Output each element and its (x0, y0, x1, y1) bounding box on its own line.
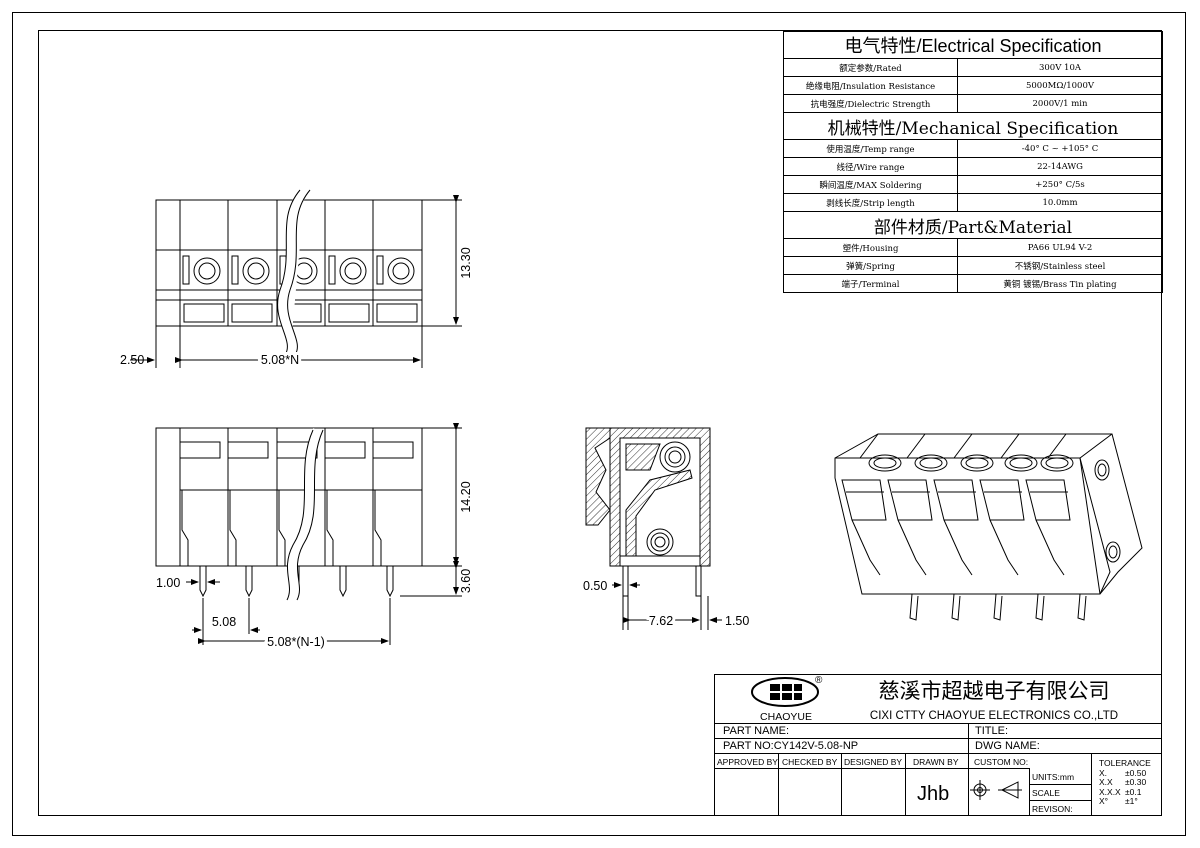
spec-label: 端子/Terminal (783, 274, 958, 293)
tolerance-key: X.X (1099, 777, 1113, 787)
title-label: TITLE: (975, 725, 1009, 737)
dim-pitch: 5.08 (212, 615, 236, 629)
part-name-label: PART NAME: (723, 725, 790, 737)
tolerance-value: ±0.50 (1125, 767, 1147, 778)
electrical-spec-title: 电气特性/Electrical Specification (783, 31, 1163, 59)
tolerance-key: X. (1099, 767, 1108, 778)
dwg-name-label: DWG NAME: (975, 740, 1040, 752)
company-name-en: CIXI CTTY CHAOYUE ELECTRONICS CO.,LTD (870, 710, 1118, 722)
dim-side-pin: 0.50 (583, 579, 607, 593)
material-spec-title: 部件材质/Part&Material (783, 211, 1163, 239)
tolerance-block: TOLERANCE X. ±0.50 X.X ±0.30 X.X.X ±0.1 X° ±… (1099, 758, 1151, 807)
dim-pin-width: 1.00 (156, 576, 180, 590)
drawing-inner-border (38, 30, 1162, 816)
designed-by-label: DESIGNED BY (844, 757, 903, 767)
isometric-view (834, 433, 1143, 621)
dim-front-height: 14.20 (459, 481, 473, 512)
dim-top-width: 5.08*N (261, 353, 299, 367)
dim-pitch-total: 5.08*(N-1) (267, 635, 325, 649)
units-label: UNITS:mm (1032, 772, 1075, 782)
front-view-outline (155, 427, 423, 567)
tolerance-value: ±1° (1125, 796, 1138, 806)
chaoyue-logo (751, 677, 819, 707)
tolerance-row: X.X.X ±0.1 (1099, 786, 1151, 798)
drawing-outer-border (12, 12, 1186, 836)
side-view (585, 427, 722, 630)
part-number: PART NO:CY142V-5.08-NP (723, 740, 859, 752)
dim-pin-length: 3.60 (459, 569, 473, 593)
title-block: PART NAME: TITLE: PART NO:CY142V-5.08-NP… (714, 674, 1162, 816)
revision-label: REVISON: (1032, 804, 1073, 814)
tolerance-key: X° (1099, 796, 1109, 806)
tolerance-value: ±0.30 (1125, 777, 1147, 787)
tolerance-key: X.X.X (1099, 786, 1121, 797)
scale-label: SCALE (1032, 788, 1060, 798)
logo-text: CHAOYUE (760, 711, 812, 723)
tolerance-row: X. ±0.50 (1099, 767, 1151, 779)
top-view (130, 186, 462, 368)
company-name-cn: 慈溪市超越电子有限公司 (879, 679, 1110, 703)
spec-value: 黄铜 镀锡/Brass Tin plating (957, 274, 1163, 293)
drawn-by-label: DRAWN BY (913, 757, 959, 767)
wire-hole (182, 255, 415, 285)
registered-mark: ® (815, 675, 823, 686)
dim-top-height: 13.30 (459, 247, 473, 278)
tolerance-value: ±0.1 (1125, 786, 1142, 797)
dim-side-depth: 7.62 (649, 614, 673, 628)
tolerance-title: TOLERANCE (1099, 758, 1151, 768)
approved-by-label: APPROVED BY (717, 757, 778, 767)
dim-side-offset: 1.50 (725, 614, 749, 628)
tolerance-row: X° ±1° (1099, 796, 1151, 807)
projection-symbol-icon (970, 780, 1022, 800)
dim-top-left-offset: 2.50 (120, 353, 144, 367)
checked-by-label: CHECKED BY (782, 757, 838, 767)
drawn-by-value: Jhb (917, 783, 950, 805)
custom-no-label: CUSTOM NO: (974, 757, 1029, 767)
tolerance-row: X.X ±0.30 (1099, 777, 1151, 788)
front-view (155, 423, 462, 645)
specification-table: 电气特性/Electrical Specification 额定参数/Rated… (783, 31, 1163, 293)
